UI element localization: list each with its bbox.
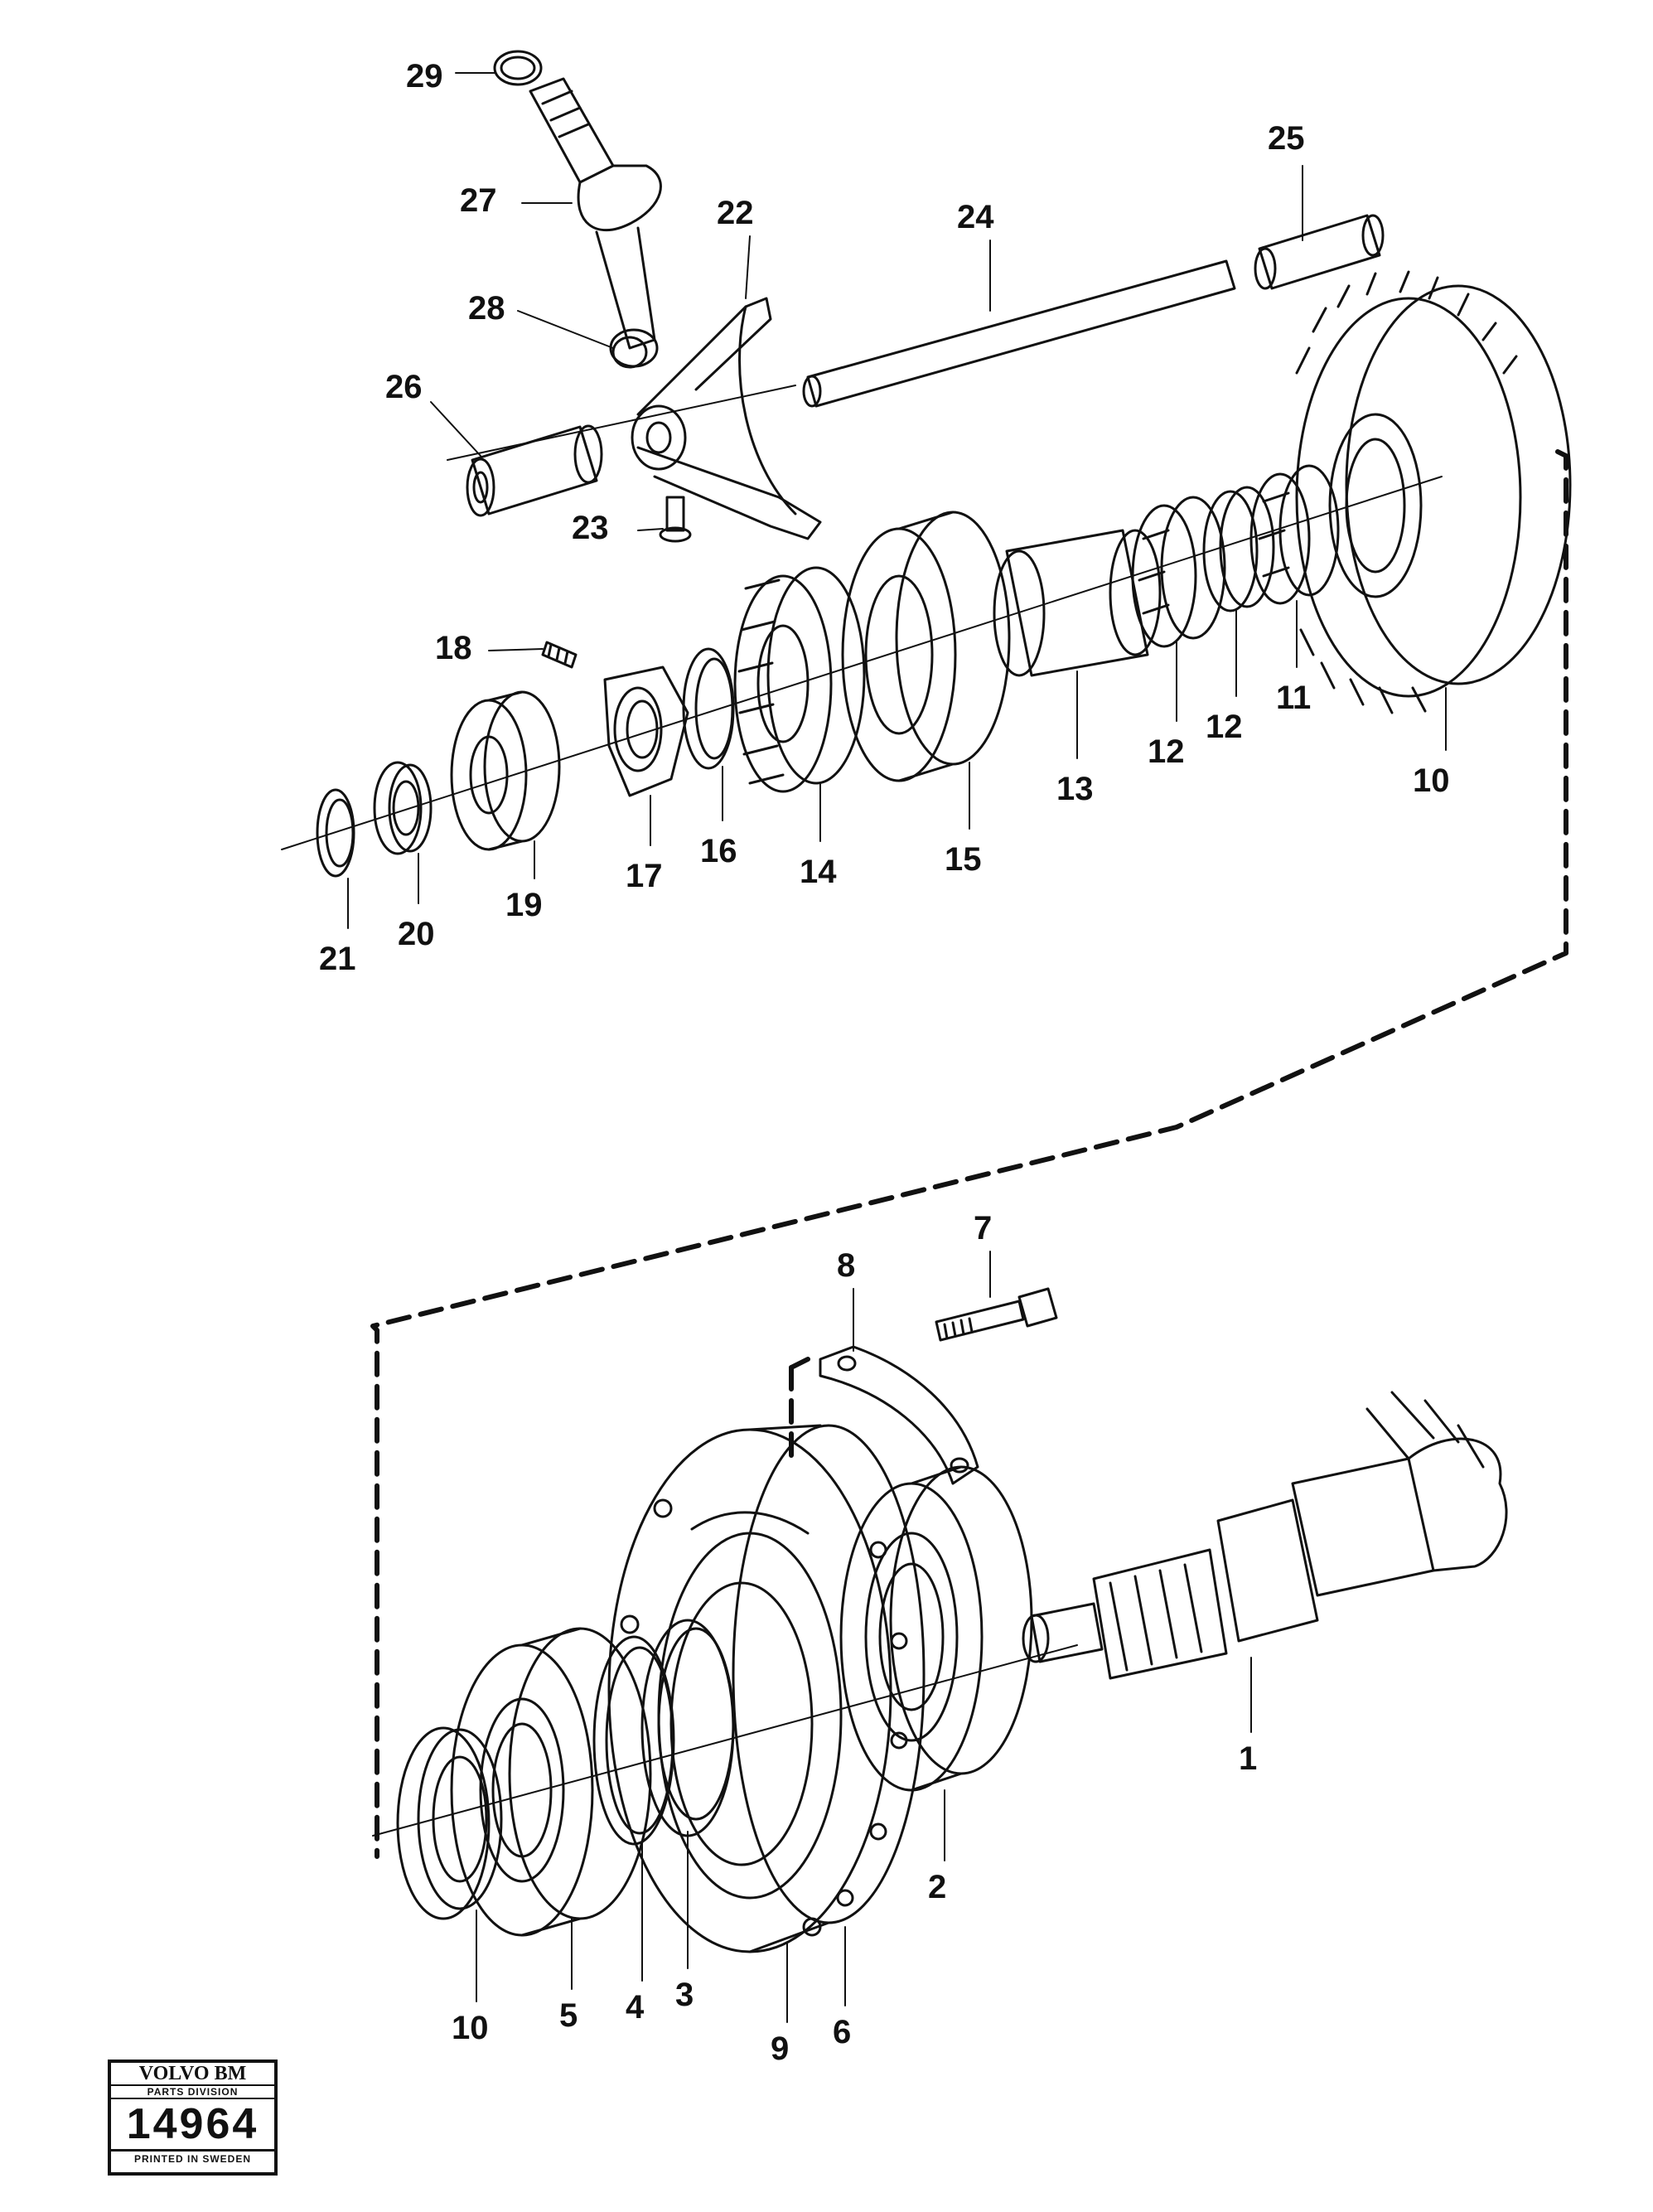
callout-3: 3 [675, 1977, 694, 2013]
stamp-number: 14964 [111, 2099, 274, 2151]
callout-2: 2 [928, 1869, 946, 1905]
callout-9: 9 [771, 2030, 789, 2067]
callout-13: 12 [1206, 709, 1243, 745]
stamp-brand: VOLVO BM [111, 2063, 274, 2086]
part-11-large-gear [1295, 270, 1572, 714]
part-13-spacer-ring [1202, 486, 1275, 612]
part-12-needle-bearing-a [1131, 496, 1226, 648]
part-1-pinion-shaft [1022, 1391, 1508, 1680]
part-15-gear [733, 566, 866, 793]
callout-19: 18 [435, 630, 472, 666]
part-30-snap-ring [493, 50, 543, 86]
callout-1: 1 [1239, 1740, 1257, 1777]
callout-29: 28 [468, 290, 505, 327]
part-8-locking-plate [819, 1345, 979, 1485]
callout-6: 6 [833, 2014, 851, 2050]
part-26-sleeve [1254, 214, 1385, 290]
assembly-connector-line [370, 449, 1568, 1859]
part-10-seal-ring [396, 1726, 503, 1920]
stamp-printed: PRINTED IN SWEDEN [133, 2153, 251, 2165]
callout-12b: 11 [1276, 680, 1311, 716]
part-29-ball [611, 336, 648, 369]
lower-axis-line [372, 1644, 1078, 1837]
part-19-set-screw [541, 641, 578, 669]
part-21-ring [373, 761, 433, 855]
part-25-shift-rail [802, 259, 1236, 408]
leader-lines [347, 72, 1447, 2023]
bracket-connector-tip [789, 1357, 810, 1370]
part-16-sync-sleeve [841, 511, 1011, 782]
callout-17: 16 [700, 833, 737, 869]
part-22-circlip [316, 788, 355, 878]
callout-18: 17 [626, 858, 663, 894]
callout-23: 22 [717, 195, 754, 231]
callout-4: 4 [626, 1989, 645, 2026]
part-3-ring [640, 1619, 735, 1837]
callout-21: 20 [398, 916, 435, 952]
stamp-division: PARTS DIVISION [111, 2086, 274, 2099]
callout-12a: 12 [1148, 733, 1185, 770]
callout-15: 14 [800, 854, 837, 890]
part-14-bushing [993, 529, 1162, 677]
callout-22: 21 [319, 941, 356, 977]
callout-16: 15 [945, 841, 982, 878]
part-9-flange-housing [607, 1428, 892, 1953]
callout-28: 27 [460, 182, 497, 219]
callout-25: 24 [957, 199, 994, 235]
part-27-bushing [466, 424, 603, 517]
callout-5: 5 [559, 1997, 578, 2034]
callout-11: 10 [1413, 762, 1450, 799]
callout-7: 7 [974, 1210, 992, 1246]
callout-10: 10 [452, 2010, 489, 2046]
fork-axis-line [447, 385, 796, 461]
part-5-ball-bearing [450, 1627, 652, 1937]
callout-14: 13 [1056, 771, 1094, 807]
part-2-ball-bearing [839, 1465, 1033, 1792]
part-12-needle-bearing-b [1249, 464, 1340, 605]
callout-30: 29 [406, 58, 443, 94]
callout-26: 25 [1268, 120, 1305, 157]
callout-8: 8 [837, 1247, 855, 1284]
part-18-slotted-nut [603, 666, 689, 797]
part-20-ball-bearing [450, 690, 561, 851]
part-7-bolt [935, 1287, 1058, 1342]
part-17-snap-ring [682, 647, 735, 770]
callout-20: 19 [505, 887, 543, 923]
part-24-screw [659, 496, 692, 543]
part-23-shift-fork [631, 297, 822, 540]
callout-labels: 29 27 28 26 22 23 24 25 18 21 20 19 17 1… [319, 58, 1450, 2067]
callout-24: 23 [572, 510, 609, 546]
parts-stamp: VOLVO BM PARTS DIVISION 14964 PRINTED IN… [108, 2060, 278, 2176]
callout-27: 26 [385, 369, 423, 405]
upper-axis-line [281, 476, 1443, 850]
